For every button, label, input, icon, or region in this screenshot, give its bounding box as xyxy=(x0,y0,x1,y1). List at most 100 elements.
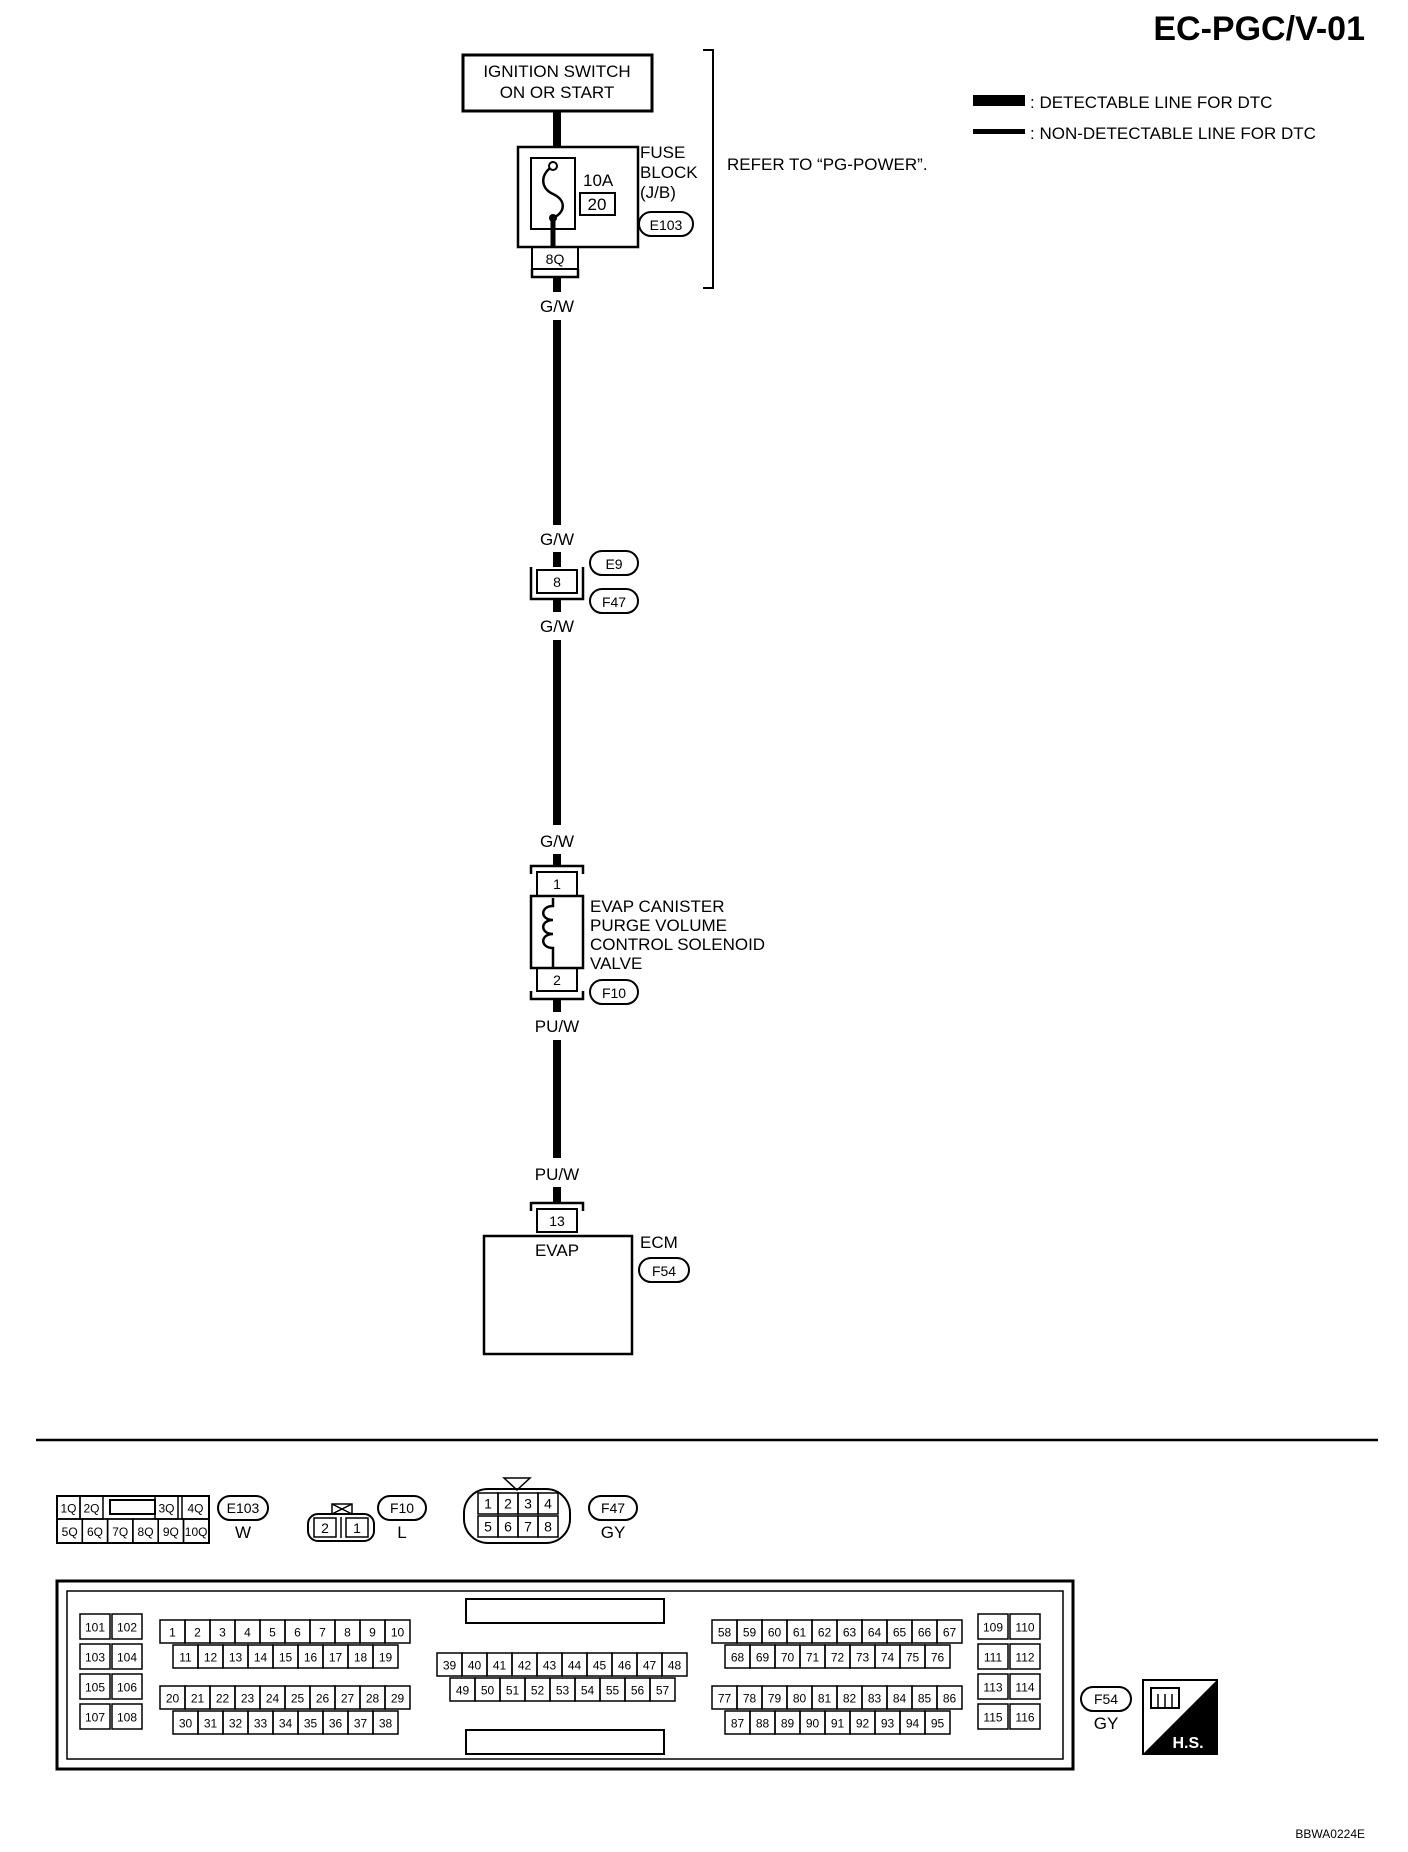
pin-label: 52 xyxy=(531,1684,545,1698)
joint-pin: 8 xyxy=(553,574,561,590)
fuse-block-label2: BLOCK xyxy=(640,163,698,182)
ecm-pin: 13 xyxy=(549,1213,565,1229)
pin-label: 33 xyxy=(254,1717,268,1731)
harness-side-symbol: H.S. xyxy=(1142,1679,1218,1755)
pin-label: 56 xyxy=(631,1684,645,1698)
coil-icon xyxy=(542,898,555,968)
pin-cell xyxy=(936,1619,963,1644)
pin-label: 68 xyxy=(731,1651,745,1665)
pin-label: 18 xyxy=(354,1651,368,1665)
pin-label: 114 xyxy=(1015,1681,1034,1695)
pin-label: 10 xyxy=(391,1626,405,1640)
pin-cell xyxy=(924,1644,951,1669)
connector-f10: 2 1 F10 L xyxy=(307,1495,427,1542)
pin-cell xyxy=(79,1673,111,1700)
pin-label: 1 xyxy=(169,1626,176,1640)
pin-cell xyxy=(384,1685,411,1710)
pin-label: 2Q xyxy=(83,1502,99,1516)
pin-label: 16 xyxy=(304,1651,318,1665)
fuse-number: 20 xyxy=(588,195,607,214)
pin-label: 62 xyxy=(818,1626,832,1640)
f54-id: F54 xyxy=(1094,1691,1118,1707)
pin-label: 53 xyxy=(556,1684,570,1698)
pin-label: 31 xyxy=(204,1717,218,1731)
pin-label: 13 xyxy=(229,1651,243,1665)
pin-label: 80 xyxy=(793,1692,807,1706)
pin-label: 7 xyxy=(319,1626,326,1640)
pin-label: 39 xyxy=(443,1659,457,1673)
f10-pin-1: 1 xyxy=(353,1520,361,1536)
pin-label: 44 xyxy=(568,1659,582,1673)
pin-label: 35 xyxy=(304,1717,318,1731)
pin-cell xyxy=(1009,1613,1041,1640)
pin-label: 41 xyxy=(493,1659,507,1673)
pin-label: 5 xyxy=(269,1626,276,1640)
fuse-icon xyxy=(542,164,564,220)
pin-label: 61 xyxy=(793,1626,807,1640)
pin-cell xyxy=(372,1710,399,1735)
fuse-terminal: 8Q xyxy=(546,251,565,267)
pin-label: 25 xyxy=(291,1692,305,1706)
f54-color: GY xyxy=(1094,1714,1119,1733)
pin-label: 50 xyxy=(481,1684,495,1698)
pin-label: 28 xyxy=(366,1692,380,1706)
pin-label: 45 xyxy=(593,1659,607,1673)
pin-cell xyxy=(661,1652,688,1677)
power-bracket xyxy=(703,49,714,289)
pin-label: 4 xyxy=(544,1496,552,1512)
f10-color: L xyxy=(397,1523,406,1542)
pin-label: 46 xyxy=(618,1659,632,1673)
pin-label: 27 xyxy=(341,1692,355,1706)
pin-label: 86 xyxy=(943,1692,957,1706)
pin-cell xyxy=(537,1515,559,1538)
pin-cell xyxy=(1009,1673,1041,1700)
pin-label: 108 xyxy=(117,1711,137,1725)
pin-label: 116 xyxy=(1015,1711,1034,1725)
pin-label: 69 xyxy=(756,1651,770,1665)
hs-label: H.S. xyxy=(1172,1735,1203,1752)
pin-label: 49 xyxy=(456,1684,470,1698)
pin-label: 58 xyxy=(718,1626,732,1640)
pin-cell xyxy=(79,1613,111,1640)
pin-label: 106 xyxy=(117,1681,137,1695)
pin-label: 3 xyxy=(524,1496,532,1512)
pin-label: 15 xyxy=(279,1651,293,1665)
f10-id: F10 xyxy=(390,1500,414,1516)
legend-non-detectable-swatch xyxy=(973,129,1025,134)
pin-label: 7Q xyxy=(112,1525,128,1539)
pin-cell xyxy=(111,1613,143,1640)
pin-label: 20 xyxy=(166,1692,180,1706)
refer-note: REFER TO “PG-POWER”. xyxy=(727,155,928,174)
solenoid-pin-bottom: 2 xyxy=(553,972,561,988)
ecm-connector: F54 xyxy=(652,1263,676,1279)
legend-non-detectable-text: : NON-DETECTABLE LINE FOR DTC xyxy=(1030,124,1316,143)
pin-label: 102 xyxy=(117,1621,137,1635)
pin-label: 4 xyxy=(244,1626,251,1640)
pin-cell xyxy=(182,1518,210,1544)
pin-label: 88 xyxy=(756,1717,770,1731)
pin-label: 71 xyxy=(806,1651,820,1665)
pin-label: 82 xyxy=(843,1692,857,1706)
pin-label: 37 xyxy=(354,1717,368,1731)
pin-label: 30 xyxy=(179,1717,193,1731)
wire-label-4: G/W xyxy=(540,832,574,851)
pin-label: 8 xyxy=(544,1519,552,1535)
pin-label: 29 xyxy=(391,1692,405,1706)
pin-label: 6Q xyxy=(87,1525,103,1539)
wire-label-1: G/W xyxy=(540,297,574,316)
pin-label: 24 xyxy=(266,1692,280,1706)
ignition-switch-line1: IGNITION SWITCH xyxy=(483,62,630,81)
pin-label: 65 xyxy=(893,1626,907,1640)
pin-label: 70 xyxy=(781,1651,795,1665)
pin-label: 84 xyxy=(893,1692,907,1706)
pin-cell xyxy=(537,1492,559,1515)
pin-label: 113 xyxy=(983,1681,1002,1695)
pin-label: 32 xyxy=(229,1717,243,1731)
pin-label: 89 xyxy=(781,1717,795,1731)
pin-label: 8 xyxy=(344,1626,351,1640)
wire-label-6: PU/W xyxy=(535,1165,579,1184)
pin-label: 79 xyxy=(768,1692,782,1706)
pin-label: 43 xyxy=(543,1659,557,1673)
